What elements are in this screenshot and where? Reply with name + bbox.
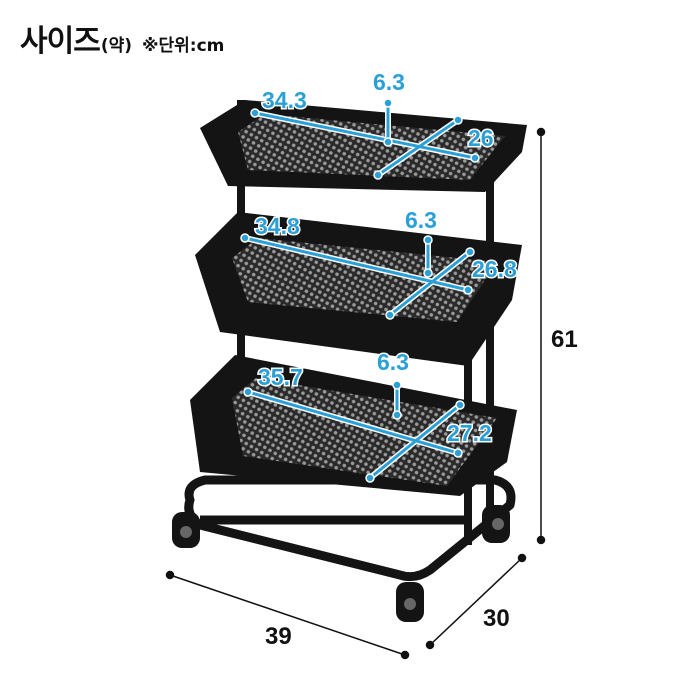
title-approx: (약) <box>100 36 132 56</box>
top-tray-height-label: 6.3 <box>373 69 405 95</box>
middle-tray-height-label: 6.3 <box>405 207 437 233</box>
bottom-tray-height-label: 6.3 <box>377 349 409 375</box>
overall-depth-label: 30 <box>483 605 510 632</box>
page-title: 사이즈 (약) ※단위:cm <box>20 16 224 60</box>
overall-height-label: 61 <box>551 326 578 353</box>
middle-tray-depth-label: 26.8 <box>472 256 517 282</box>
middle-tray-width-label: 34.8 <box>255 213 300 239</box>
top-tray-width-label: 34.3 <box>262 87 307 113</box>
overall-dimension-lines <box>165 127 546 660</box>
bottom-tray-width-label: 35.7 <box>258 364 303 390</box>
title-main: 사이즈 <box>20 24 101 59</box>
bottom-tray-depth-label: 27.2 <box>447 420 492 446</box>
overall-width-label: 39 <box>265 623 292 650</box>
tray-dimension-lines <box>240 98 480 483</box>
cart-base <box>184 475 516 582</box>
unit-note: ※단위:cm <box>142 36 225 56</box>
caster-wheels <box>172 505 510 622</box>
top-tray-depth-label: 26 <box>468 125 494 151</box>
